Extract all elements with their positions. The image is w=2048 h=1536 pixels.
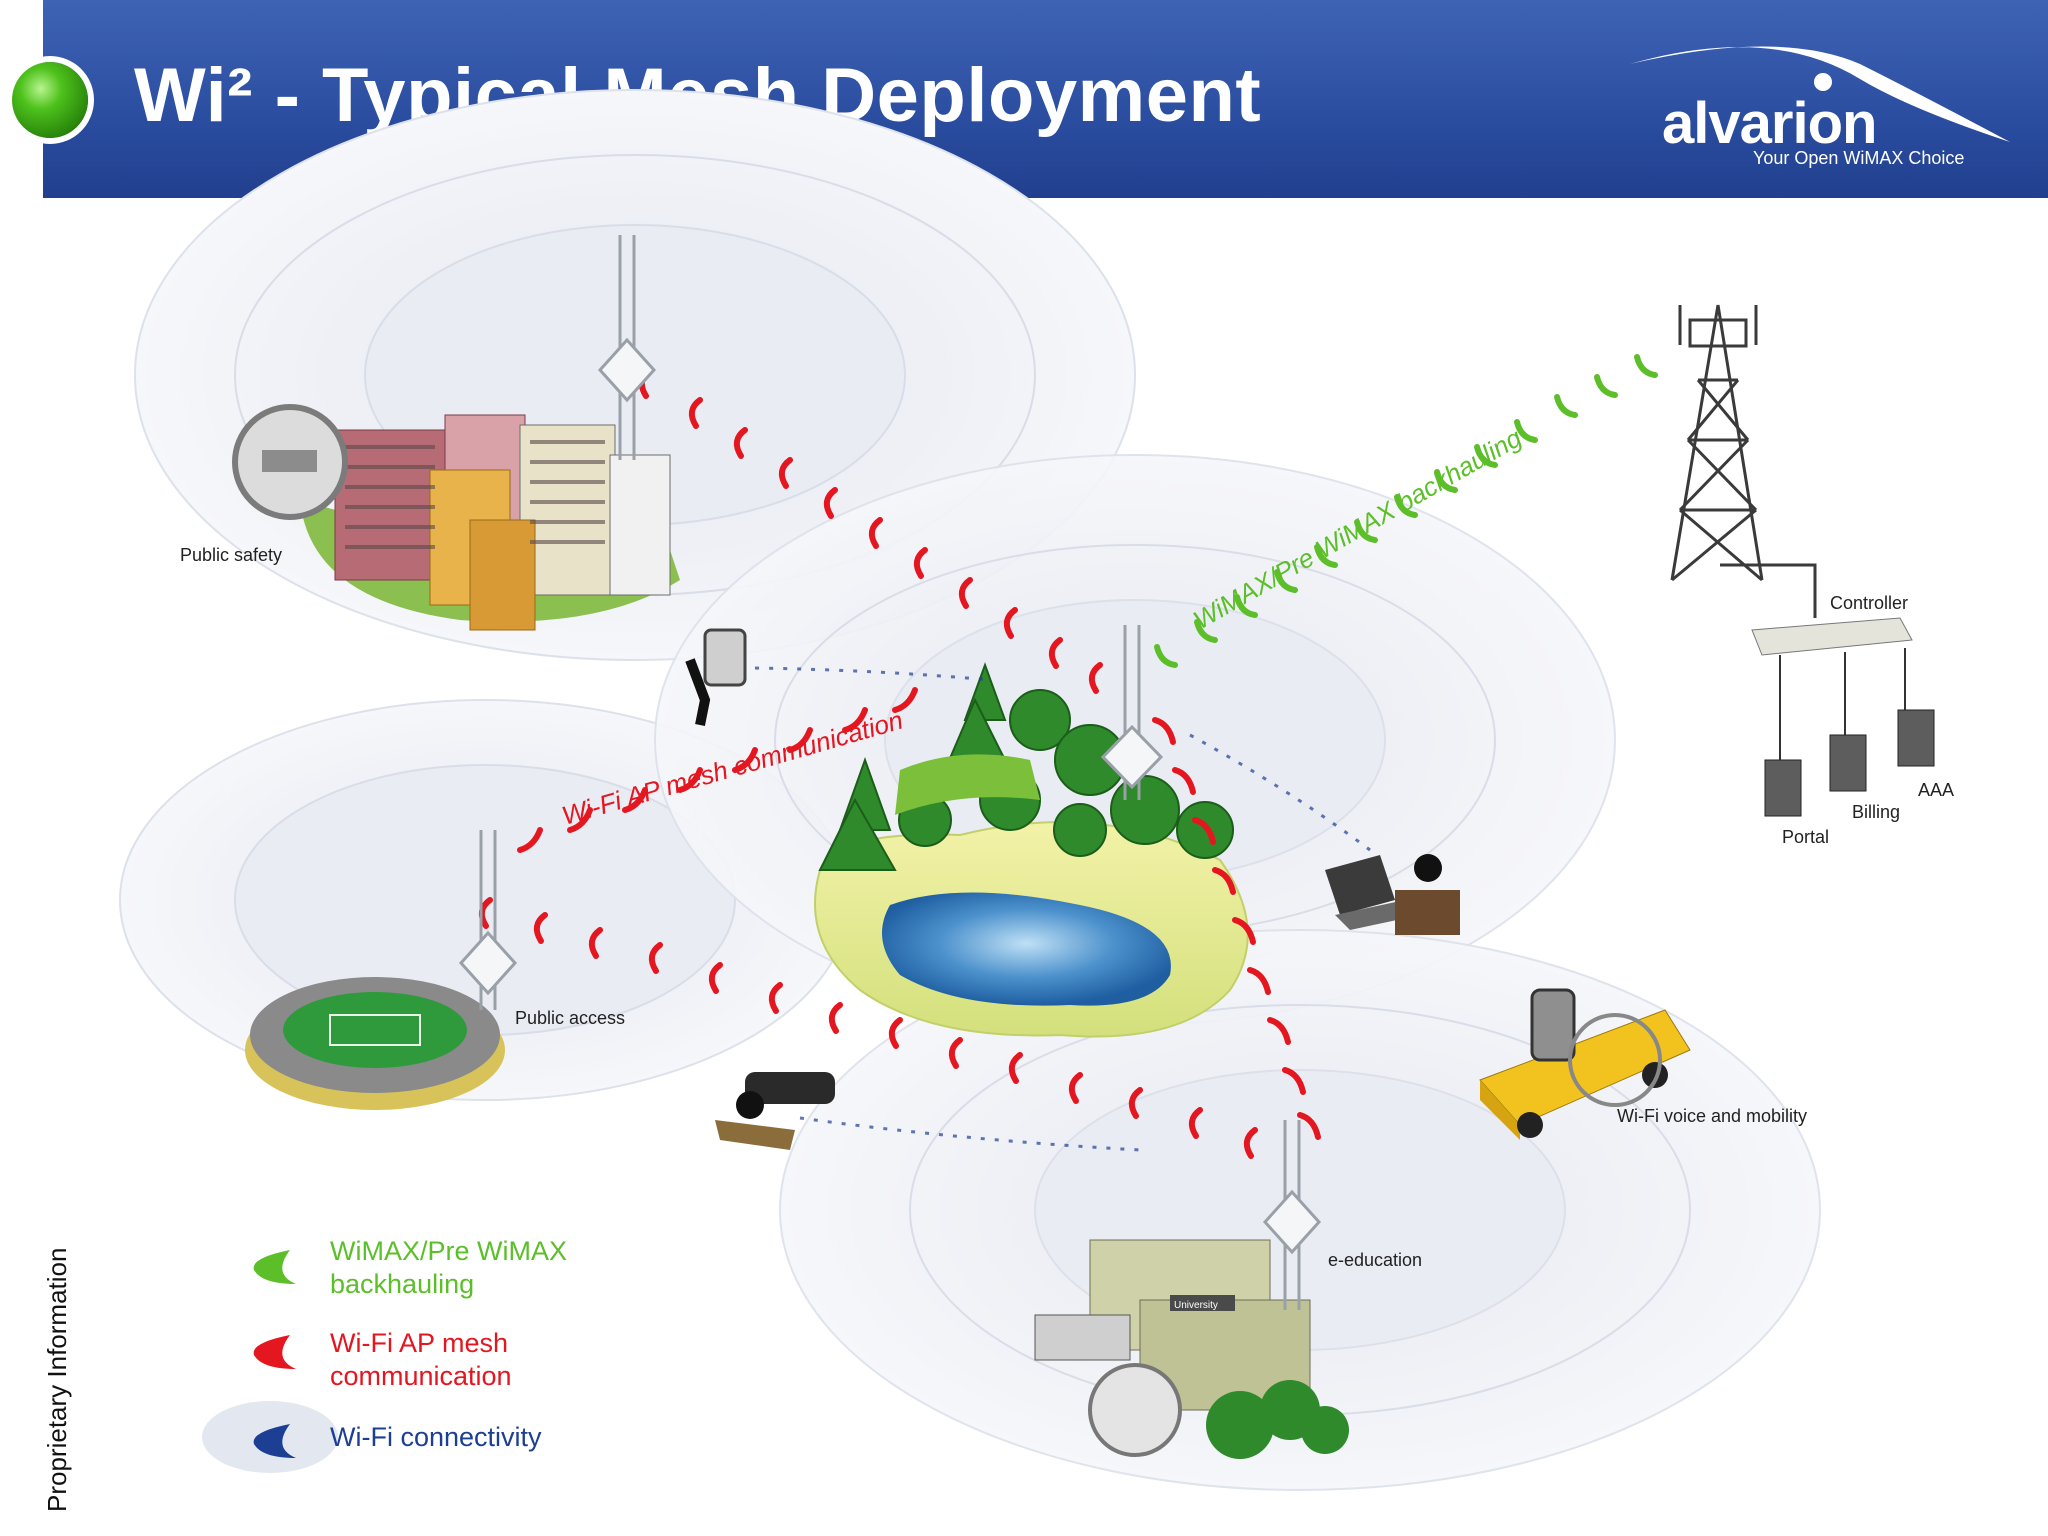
university-sign: University bbox=[1174, 1300, 1218, 1311]
portal-server-icon bbox=[1764, 759, 1802, 817]
proprietary-label: Proprietary Information bbox=[42, 1247, 72, 1512]
red-crescent-icon bbox=[253, 1335, 296, 1369]
alvarion-logo: alvarion Your Open WiMAX Choice bbox=[1620, 34, 2020, 174]
mobile-phone-icon bbox=[1530, 988, 1576, 1062]
legend-item-mesh: Wi-Fi AP mesh communication bbox=[253, 1328, 512, 1391]
logo-wordmark: alvarion bbox=[1662, 91, 1877, 156]
svg-text:backhauling: backhauling bbox=[330, 1269, 474, 1299]
park-island bbox=[814, 662, 1249, 1038]
city-buildings bbox=[232, 404, 680, 631]
legend-item-wifi: Wi-Fi connectivity bbox=[202, 1401, 542, 1473]
stadium bbox=[245, 977, 505, 1110]
logo-tagline: Your Open WiMAX Choice bbox=[1753, 148, 1965, 168]
svg-text:WiMAX/Pre WiMAX: WiMAX/Pre WiMAX bbox=[330, 1236, 567, 1266]
pda-user bbox=[685, 628, 747, 726]
legend-item-backhaul: WiMAX/Pre WiMAX backhauling bbox=[253, 1236, 567, 1299]
ap-tower-bottom bbox=[1262, 1120, 1322, 1310]
aaa-server-icon bbox=[1897, 709, 1935, 767]
billing-server-icon bbox=[1829, 734, 1867, 792]
gaming-user bbox=[715, 1072, 835, 1150]
network-operations bbox=[1751, 617, 1935, 817]
laptop-user bbox=[1325, 854, 1460, 935]
backhaul-link bbox=[1154, 354, 1658, 668]
public-safety-label: Public safety bbox=[180, 545, 282, 565]
wimax-base-station-tower bbox=[1670, 304, 1817, 618]
svg-text:communication: communication bbox=[330, 1361, 512, 1391]
school-bus bbox=[1479, 988, 1691, 1140]
controller-label: Controller bbox=[1830, 593, 1908, 613]
mesh-links bbox=[478, 367, 1321, 1159]
green-crescent-icon bbox=[253, 1250, 296, 1284]
ap-tower-top bbox=[597, 235, 657, 460]
svg-text:Wi-Fi connectivity: Wi-Fi connectivity bbox=[330, 1422, 542, 1452]
wifi-connectivity-links bbox=[754, 666, 1371, 1152]
legend: WiMAX/Pre WiMAX backhauling Wi-Fi AP mes… bbox=[202, 1236, 567, 1473]
voice-mobility-label: Wi-Fi voice and mobility bbox=[1617, 1106, 1807, 1126]
university-building: University bbox=[1034, 1239, 1349, 1459]
ap-tower-left bbox=[458, 830, 518, 1010]
aaa-label: AAA bbox=[1918, 780, 1954, 800]
e-education-label: e-education bbox=[1328, 1250, 1422, 1270]
green-bullet-icon bbox=[12, 62, 88, 138]
ap-tower-center bbox=[1100, 625, 1164, 800]
portal-label: Portal bbox=[1782, 827, 1829, 847]
blue-crescent-icon bbox=[253, 1424, 296, 1458]
logo-swoosh-icon bbox=[1630, 46, 2010, 142]
public-access-label: Public access bbox=[515, 1008, 625, 1028]
ap-towers bbox=[458, 235, 1322, 1310]
svg-text:Wi-Fi AP mesh: Wi-Fi AP mesh bbox=[330, 1328, 508, 1358]
billing-label: Billing bbox=[1852, 802, 1900, 822]
